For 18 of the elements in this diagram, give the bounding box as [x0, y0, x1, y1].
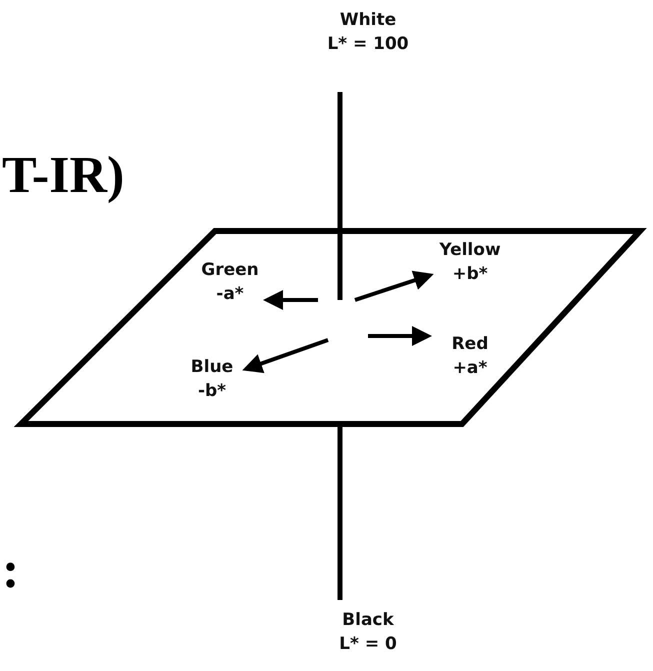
- axis-label: Black: [341, 609, 395, 632]
- heading-fragment: T-IR): [2, 150, 124, 202]
- axis-label: White: [338, 9, 398, 32]
- axis-label: L* = 0: [338, 633, 398, 656]
- axis-label: Red: [450, 333, 490, 356]
- arrow: [242, 338, 329, 374]
- axis-label: Yellow: [438, 239, 502, 262]
- arrow: [354, 270, 434, 302]
- axis-label: -a*: [215, 283, 245, 306]
- axis-label: -b*: [196, 380, 228, 403]
- arrow: [368, 326, 432, 346]
- arrow: [263, 290, 318, 310]
- axis-label: L* = 100: [326, 33, 410, 56]
- axis-label: +a*: [452, 357, 488, 380]
- axis-label: Green: [200, 259, 260, 282]
- axis-label: +b*: [451, 263, 489, 286]
- heading-fragment: :: [2, 545, 20, 597]
- axis-label: Blue: [190, 356, 234, 379]
